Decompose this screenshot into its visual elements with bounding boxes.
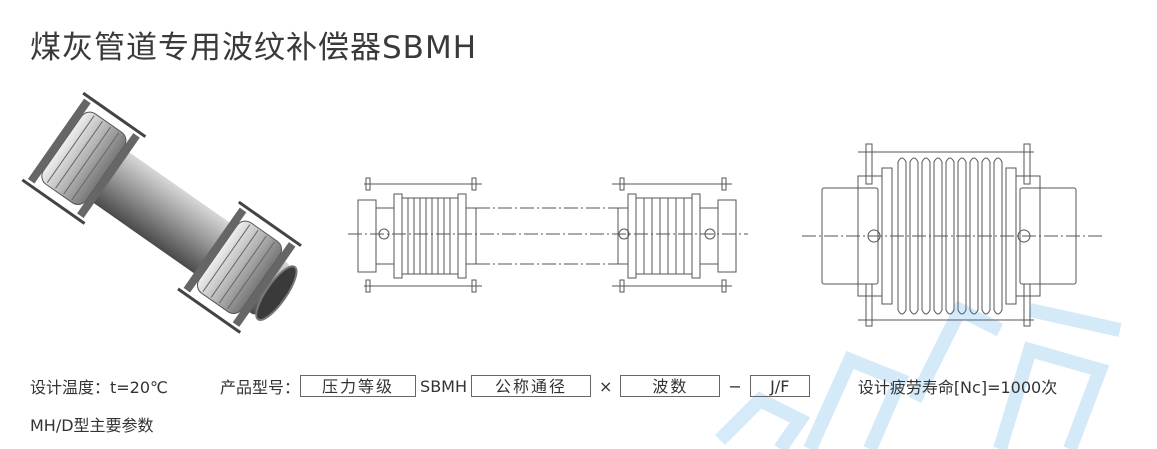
- model-label: 产品型号：: [220, 378, 301, 397]
- watermark-logo: [715, 300, 1122, 449]
- technical-drawing-dual: [348, 177, 748, 293]
- spec-line: 设计温度：t=20℃ 产品型号： 压力等级 SBMH 公称通径 × 波数 − J…: [30, 374, 1057, 398]
- section-subtitle: MH/D型主要参数: [30, 416, 154, 435]
- dash-sign: −: [728, 376, 742, 396]
- technical-drawing-single: [802, 143, 1102, 327]
- model-field-waves: 波数: [620, 375, 721, 397]
- page-title: 煤灰管道专用波纹补偿器SBMH: [30, 30, 478, 66]
- model-field-dn: 公称通径: [471, 375, 591, 397]
- fatigue-life: 设计疲劳寿命[Nc]=1000次: [857, 378, 1058, 397]
- times-sign: ×: [599, 376, 613, 396]
- model-field-jf: J/F: [749, 375, 810, 397]
- model-series-code: SBMH: [420, 376, 467, 396]
- design-temperature: 设计温度：t=20℃: [30, 378, 169, 397]
- product-photo: [21, 91, 302, 334]
- model-field-pressure: 压力等级: [300, 375, 417, 397]
